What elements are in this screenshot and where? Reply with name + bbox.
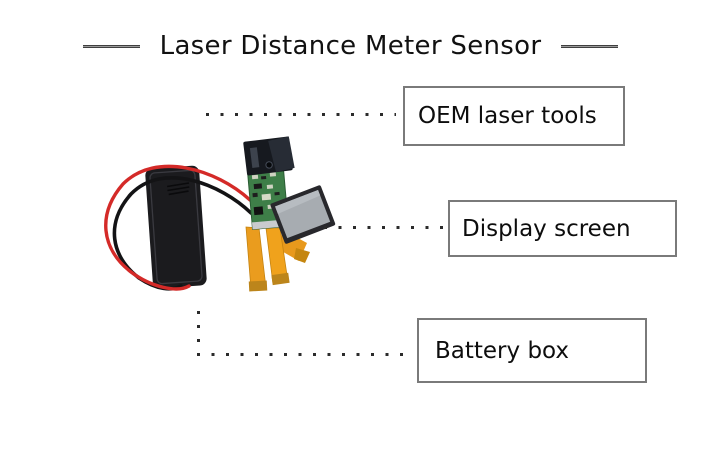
page-title: Laser Distance Meter Sensor bbox=[159, 31, 542, 61]
laser-module bbox=[243, 136, 295, 176]
title-rule-left bbox=[82, 44, 140, 48]
callout-label-battery: Battery box bbox=[435, 337, 570, 364]
flex-cable bbox=[245, 226, 310, 292]
wire-red bbox=[104, 164, 252, 291]
callout-box-display: Display screen bbox=[448, 200, 677, 257]
title-row: Laser Distance Meter Sensor bbox=[0, 31, 701, 61]
callout-box-battery: Battery box bbox=[417, 318, 647, 383]
callout-line-battery-vertical bbox=[197, 311, 200, 353]
callout-line-oem bbox=[206, 113, 396, 116]
battery-box bbox=[145, 165, 207, 289]
lcd-screen bbox=[270, 185, 336, 244]
callout-line-display bbox=[324, 226, 445, 229]
callout-label-display: Display screen bbox=[462, 215, 631, 242]
callout-line-battery bbox=[197, 353, 403, 356]
callout-label-oem: OEM laser tools bbox=[418, 103, 597, 129]
title-rule-right bbox=[561, 44, 619, 48]
callout-box-oem: OEM laser tools bbox=[403, 86, 625, 146]
